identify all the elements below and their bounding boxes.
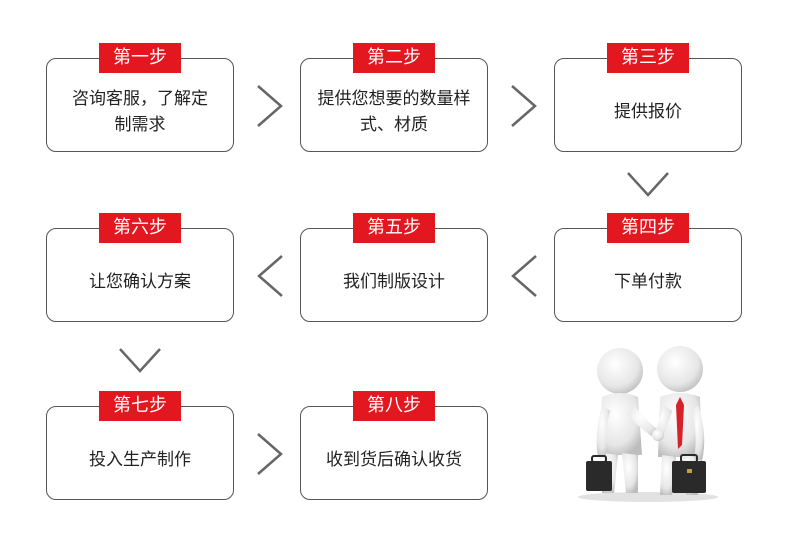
step-3-label: 第三步 [607, 43, 689, 73]
chevron-down-icon [627, 172, 669, 197]
step-8-text: 收到货后确认收货 [326, 450, 462, 470]
step-4-text: 下单付款 [614, 272, 682, 292]
business-handshake-icon [578, 346, 718, 502]
chevron-left-icon [511, 255, 537, 297]
step-7-box: 投入生产制作 [46, 406, 234, 500]
chevron-down-icon [119, 348, 161, 373]
step-6-label: 第六步 [99, 213, 181, 243]
step-7-label: 第七步 [99, 391, 181, 421]
chevron-left-icon [257, 255, 283, 297]
step-3-text: 提供报价 [614, 102, 682, 122]
step-4-label: 第四步 [607, 213, 689, 243]
step-5-label: 第五步 [353, 213, 435, 243]
step-1-box: 咨询客服，了解定制需求 [46, 58, 234, 152]
step-3-box: 提供报价 [554, 58, 742, 152]
step-1-text: 咨询客服，了解定制需求 [72, 89, 208, 135]
step-5-text: 我们制版设计 [343, 272, 445, 292]
step-2-box: 提供您想要的数量样式、材质 [300, 58, 488, 152]
chevron-right-icon [257, 85, 283, 127]
step-2-label: 第二步 [353, 43, 435, 73]
step-7-text: 投入生产制作 [89, 450, 191, 470]
chevron-right-icon [511, 85, 537, 127]
step-6-text: 让您确认方案 [89, 272, 191, 292]
step-4-box: 下单付款 [554, 228, 742, 322]
step-1-label: 第一步 [99, 43, 181, 73]
step-8-box: 收到货后确认收货 [300, 406, 488, 500]
step-8-label: 第八步 [353, 391, 435, 421]
step-2-text: 提供您想要的数量样式、材质 [317, 89, 471, 135]
chevron-right-icon [257, 433, 283, 475]
